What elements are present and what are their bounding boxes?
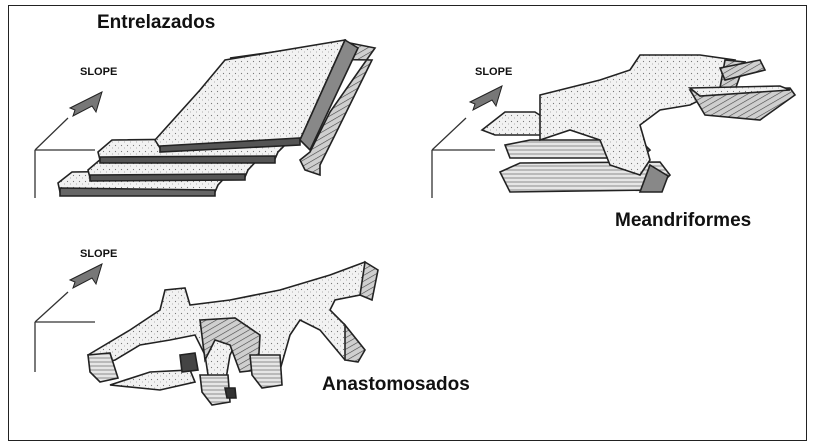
braided-title: Entrelazados — [97, 12, 215, 34]
meandering-slope-label: SLOPE — [475, 66, 512, 78]
anastomosing-slope-arrow-icon — [70, 264, 102, 288]
meandering-slope-arrow-icon — [470, 86, 502, 110]
anastomosing-title: Anastomosados — [322, 374, 470, 396]
anastomosing-slope-label: SLOPE — [80, 248, 117, 260]
braided-slope-label: SLOPE — [80, 66, 117, 78]
anastomosing-axes — [35, 292, 95, 372]
meandering-body — [482, 55, 795, 192]
meandering-title: Meandriformes — [615, 210, 751, 232]
braided-panel — [35, 40, 375, 198]
braided-sheets — [58, 40, 375, 196]
braided-slope-arrow-icon — [70, 92, 102, 116]
